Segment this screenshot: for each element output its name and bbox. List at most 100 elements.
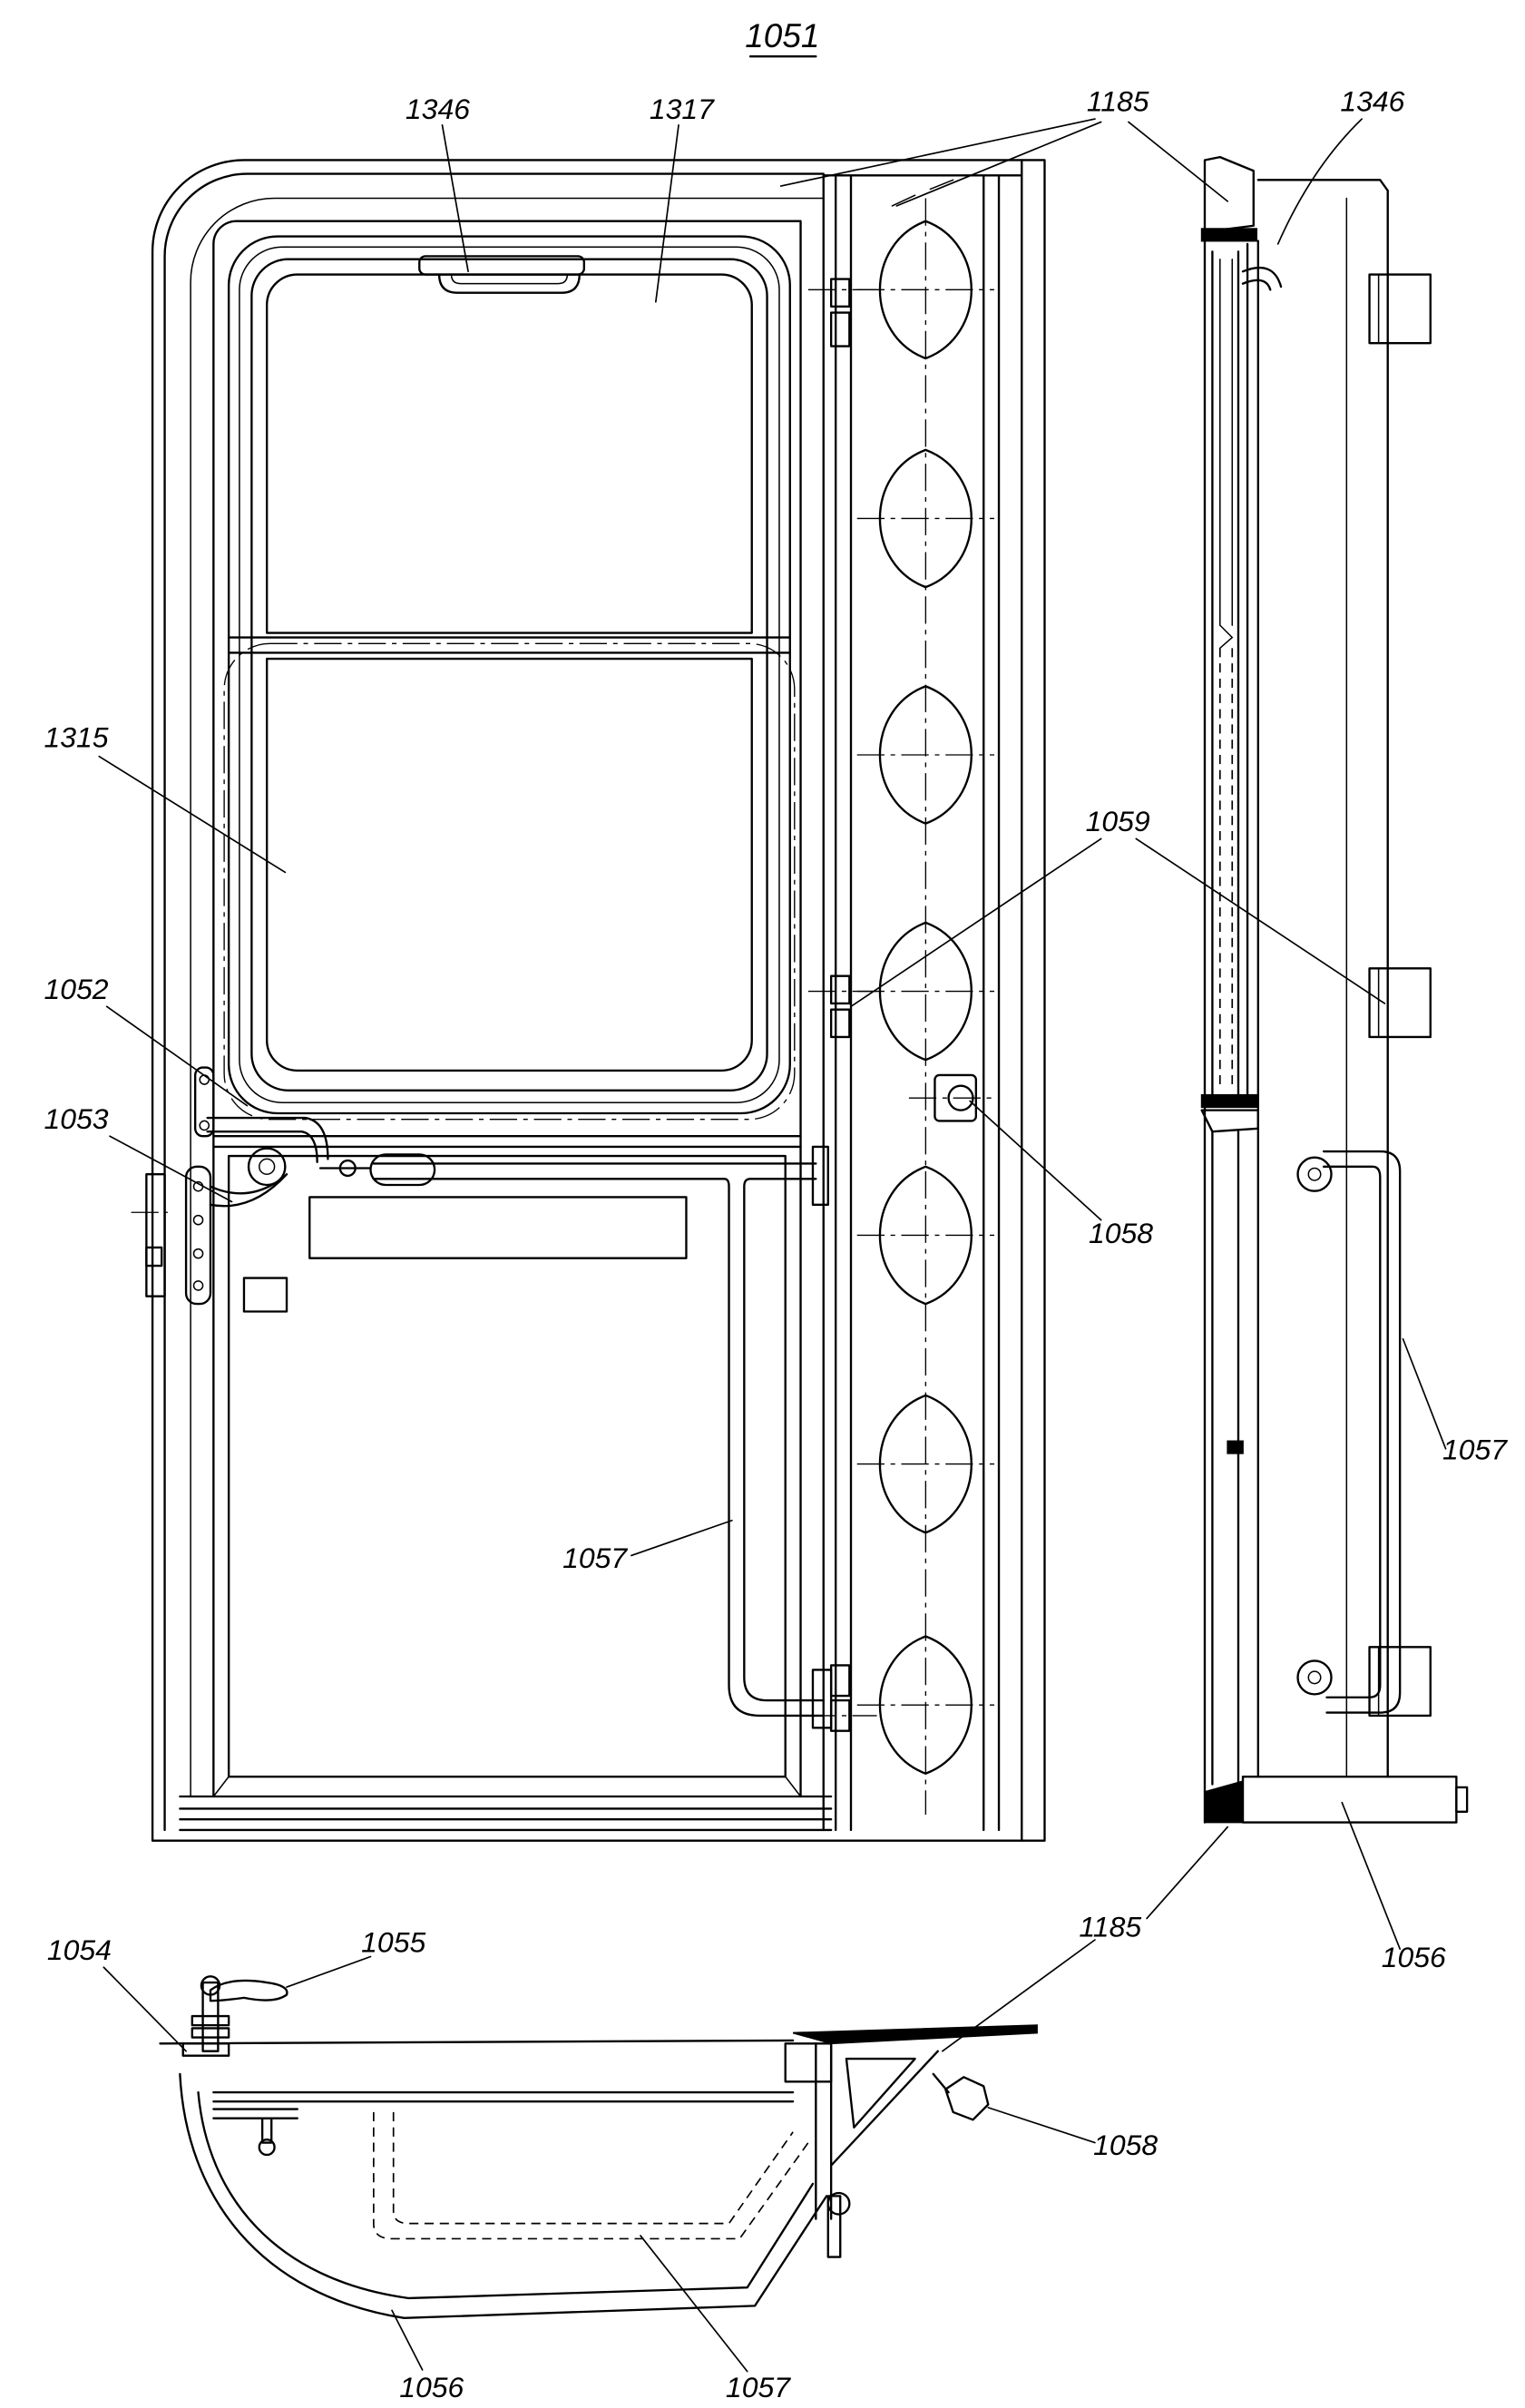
lens-opening xyxy=(878,1394,973,1534)
leader-line xyxy=(942,1939,1096,2052)
plan-stop-head xyxy=(258,2139,276,2157)
lever-arm xyxy=(206,1116,329,1163)
plan-stop-bar xyxy=(212,2108,298,2119)
rod-top-bracket xyxy=(811,1145,829,1207)
side-lower-edge xyxy=(1211,1130,1240,1786)
hinge-block xyxy=(829,278,851,308)
window-bottom-rail xyxy=(212,1135,802,1149)
lever-plate-hole xyxy=(199,1120,210,1131)
side-block xyxy=(1368,967,1432,1039)
lens-opening xyxy=(878,1635,973,1775)
latch-plate xyxy=(184,1165,212,1306)
leader-line xyxy=(969,1100,1102,1221)
plan-bracket xyxy=(815,2042,939,2220)
leader-line xyxy=(895,121,1102,207)
reference-label: 1346 xyxy=(1340,85,1404,118)
lower-panel-corners xyxy=(212,1776,802,1797)
handle-boss xyxy=(200,1975,221,1996)
reference-label: 1185 xyxy=(1087,85,1149,118)
lever-plate xyxy=(193,1066,215,1138)
reference-label: 1052 xyxy=(44,973,109,1005)
rod-inner-edge xyxy=(743,1178,825,1702)
leader-line xyxy=(1402,1337,1447,1450)
side-window-handle xyxy=(1241,267,1283,291)
lever-front xyxy=(193,1066,372,1178)
latch-plate-hole xyxy=(192,1214,204,1226)
reference-label: 1185 xyxy=(1079,1911,1141,1943)
plan-pin-head xyxy=(826,2191,851,2216)
latch-plate-hole xyxy=(192,1280,204,1291)
side-lower-pane xyxy=(1218,648,1234,1086)
leader-line xyxy=(987,2107,1096,2144)
latch-edge-tab xyxy=(145,1246,163,1268)
window-handle-grip xyxy=(437,273,581,294)
latch-arm xyxy=(209,1173,288,1208)
side-bottom-bolt xyxy=(1455,1786,1469,1813)
upper-glass xyxy=(265,273,753,634)
plan-block xyxy=(784,2042,833,2083)
leader-line xyxy=(850,837,1102,1008)
side-rod-mount-pin xyxy=(1307,1167,1322,1181)
plan-knob xyxy=(944,2076,990,2121)
side-blocks xyxy=(1368,273,1432,1718)
leader-line xyxy=(391,2309,424,2371)
window-frame-outer xyxy=(227,235,791,1115)
window-handle-bar xyxy=(418,255,585,276)
latch-pivot-inner xyxy=(259,1158,276,1175)
hinge-block xyxy=(829,1008,851,1039)
leader-line xyxy=(286,1955,372,1988)
side-glass-edges xyxy=(1203,240,1260,1824)
side-top-cap xyxy=(1203,155,1255,233)
plan-knob-neck xyxy=(932,2072,950,2094)
side-bottom-foot xyxy=(1204,1780,1244,1824)
side-rod-outer xyxy=(1322,1150,1402,1714)
reference-label: 1053 xyxy=(44,1102,109,1135)
hinge-strip-top-marks xyxy=(891,179,954,207)
lens-opening xyxy=(878,1165,973,1306)
leader-line xyxy=(441,123,469,273)
side-upper-pane xyxy=(1219,258,1234,650)
small-plate xyxy=(242,1277,288,1313)
lens-opening xyxy=(878,685,973,825)
sign-plate xyxy=(308,1196,688,1259)
plan-view xyxy=(159,1975,1038,2320)
hinge-block xyxy=(829,1664,851,1698)
reference-label: 1058 xyxy=(1093,2129,1158,2161)
leader-line xyxy=(1276,118,1363,245)
handle-washer xyxy=(191,2027,230,2039)
leader-line xyxy=(1135,837,1386,1004)
side-mid-cap xyxy=(1200,1109,1260,1133)
sill-lines xyxy=(179,1795,833,1832)
door-outline xyxy=(151,159,1046,1842)
side-rod xyxy=(1296,1150,1402,1714)
lever-plate-hole xyxy=(199,1074,210,1085)
handle-base xyxy=(181,2042,230,2057)
side-rod-inner xyxy=(1322,1165,1382,1698)
hinge-strip xyxy=(822,159,1023,1842)
latch-pivot xyxy=(247,1147,287,1187)
lens-centerlines xyxy=(856,289,995,1706)
reference-numerals: 1346 1317 1185 1346 1315 1059 1052 1053 … xyxy=(44,85,1509,2404)
rod-front xyxy=(369,1145,833,1729)
side-panel-outline xyxy=(1256,179,1389,1778)
reference-label: 1056 xyxy=(1382,1941,1446,1973)
leader-line xyxy=(103,1966,187,2052)
reference-label: 1057 xyxy=(726,2371,791,2403)
leader-line xyxy=(654,123,679,303)
reference-label: 1059 xyxy=(1086,805,1150,837)
inner-panel xyxy=(212,220,802,1798)
reference-label: 1058 xyxy=(1089,1217,1153,1249)
hinge-block xyxy=(829,974,851,1005)
window-handle xyxy=(418,255,585,294)
plan-inner-face xyxy=(212,2090,795,2103)
lens-opening xyxy=(878,921,973,1062)
leader-line xyxy=(109,1135,233,1203)
figure-number: 1051 xyxy=(745,17,819,54)
meeting-rail xyxy=(227,636,791,654)
plan-strip-plate xyxy=(792,2024,1038,2045)
plan-handle xyxy=(181,1975,288,2057)
side-rod-mount xyxy=(1296,1659,1333,1696)
strip-openings xyxy=(856,220,995,1775)
reference-label: 1057 xyxy=(562,1542,628,1574)
